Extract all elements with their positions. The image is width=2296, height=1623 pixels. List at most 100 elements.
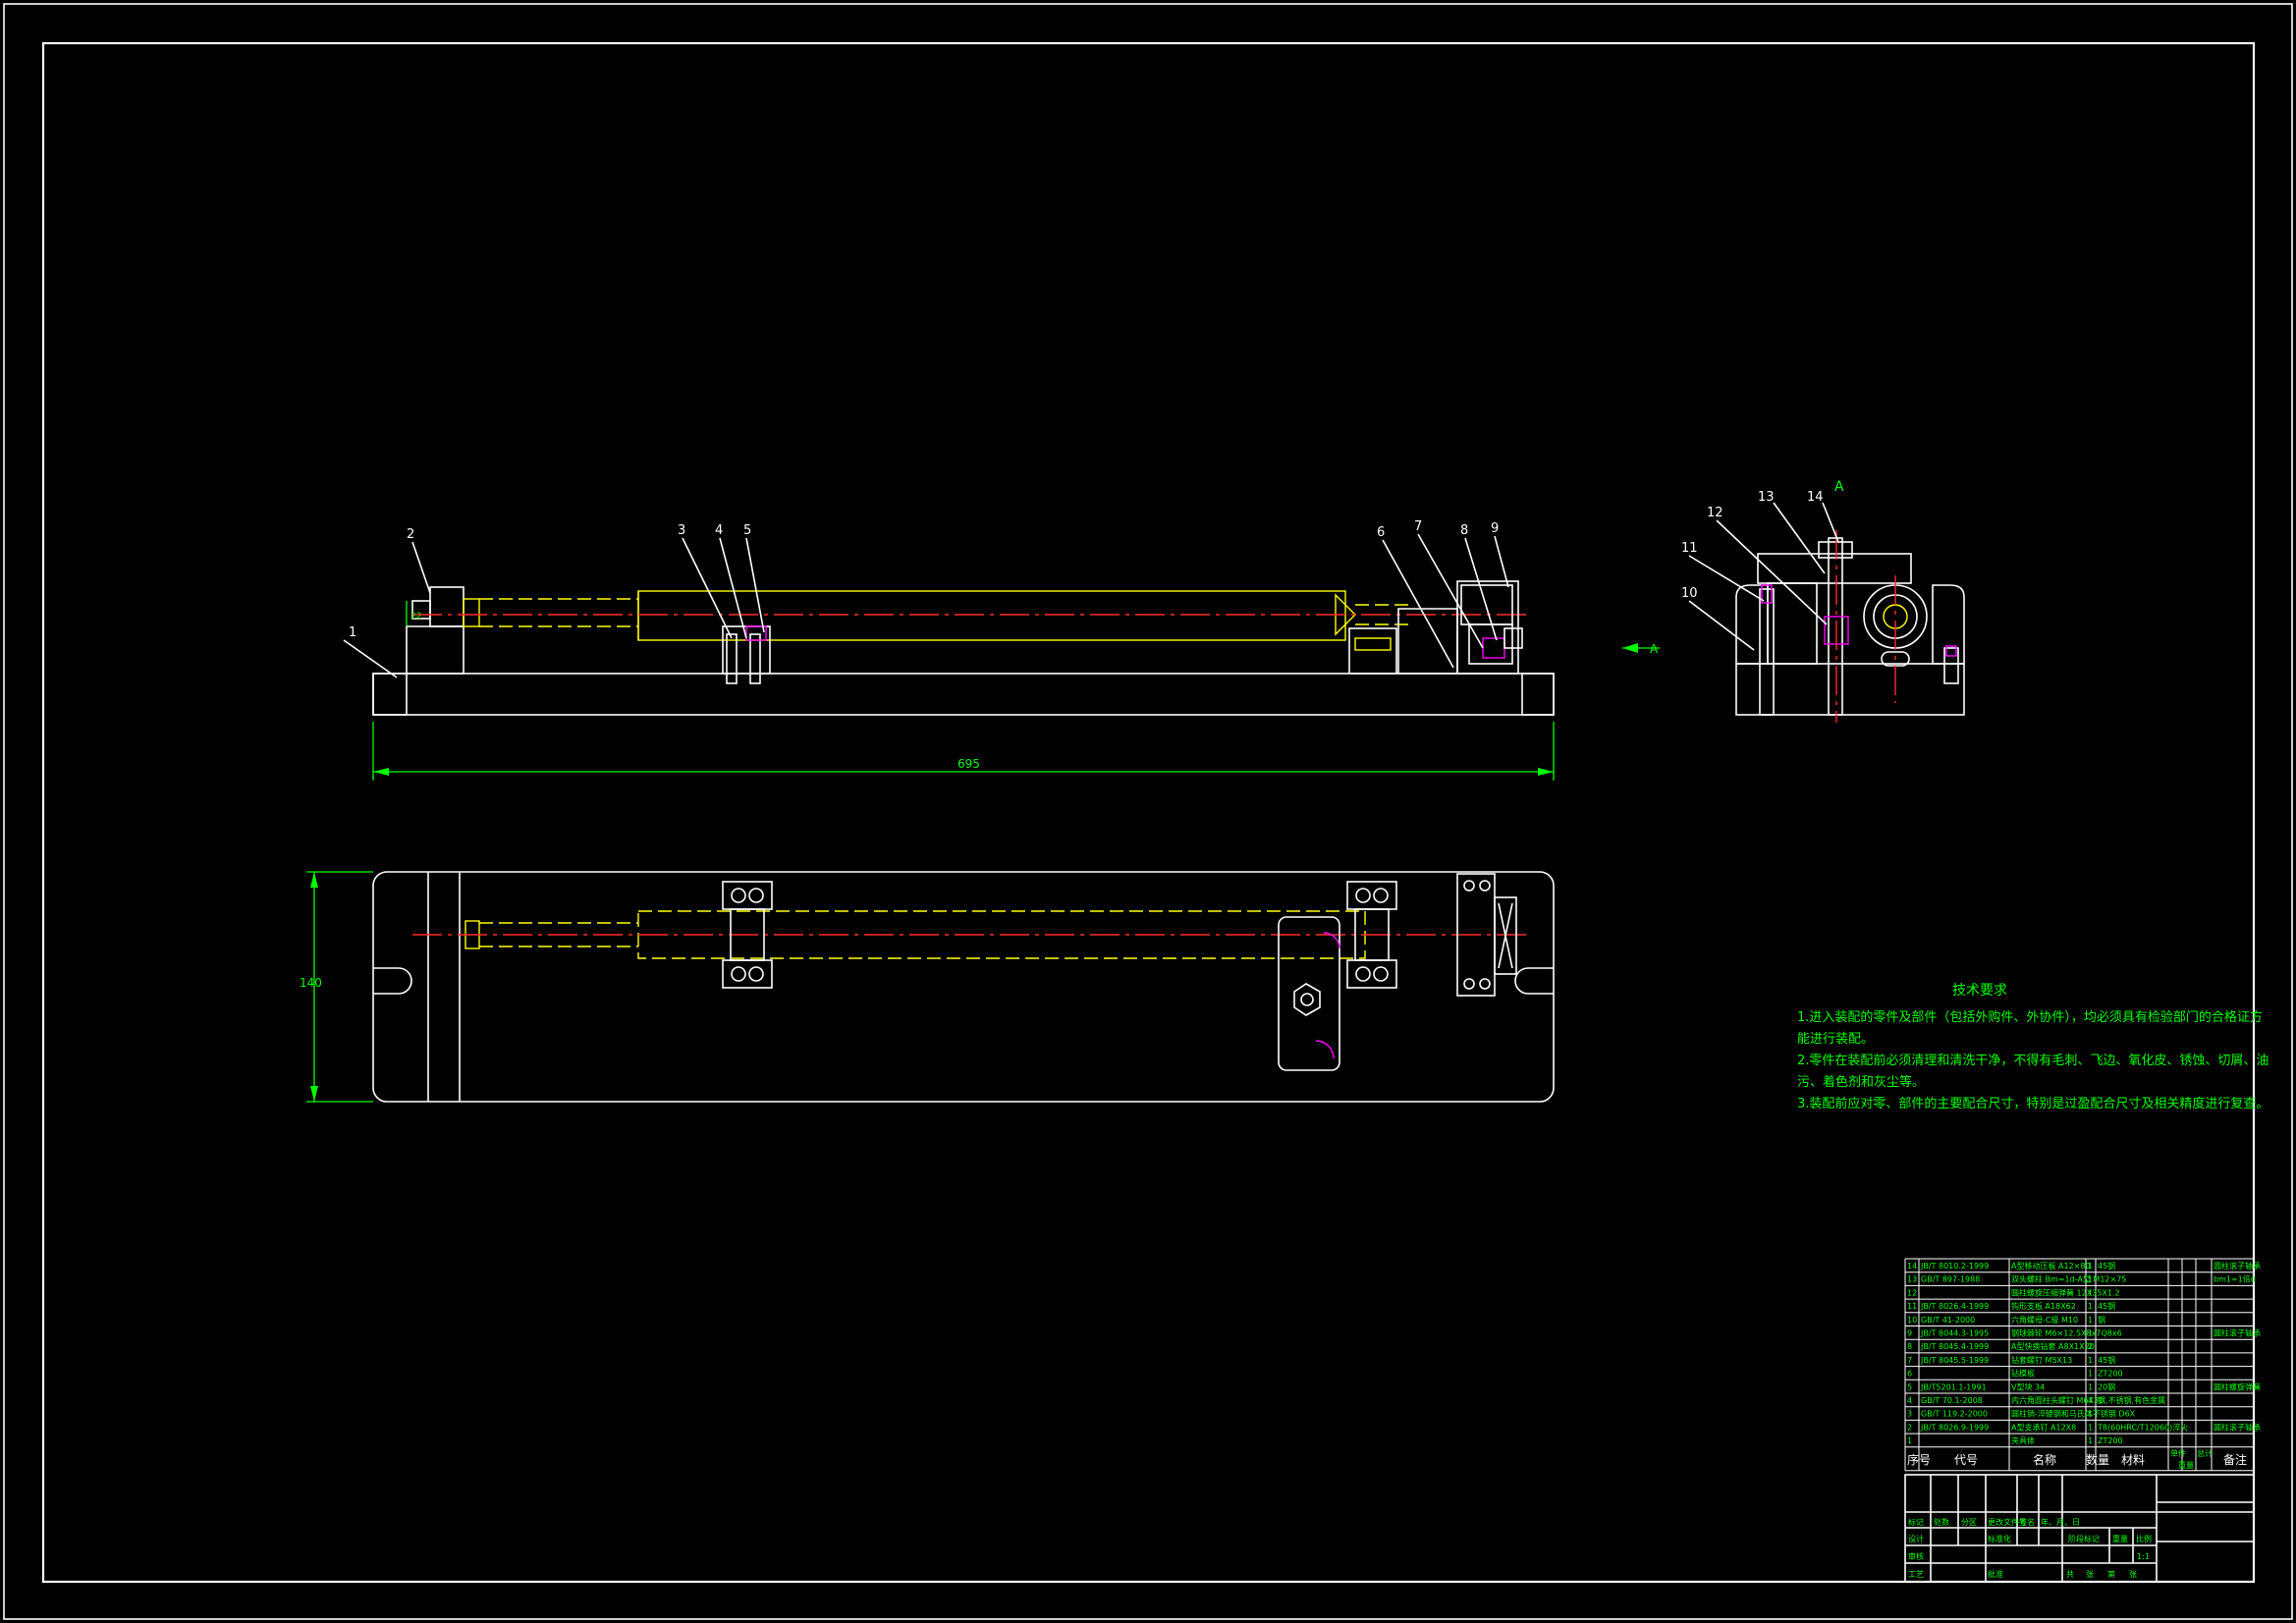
bom-no: 3 bbox=[1907, 1410, 1912, 1419]
svg-text:污、着色剂和灰尘等。: 污、着色剂和灰尘等。 bbox=[1797, 1074, 1925, 1090]
bom-name: A型快换钻套 A8X1X20 bbox=[2011, 1341, 2095, 1351]
bom-qty: 1 bbox=[2088, 1410, 2093, 1419]
svg-text:设计: 设计 bbox=[1908, 1534, 1924, 1543]
front-view: 1 2 3 4 5 6 7 8 9 695 22 bbox=[343, 519, 1660, 781]
tech-title: 技术要求 bbox=[1952, 983, 2007, 999]
bom-code: JB/T5201.1-1991 bbox=[1920, 1382, 1987, 1391]
bom-header-no: 序号 bbox=[1907, 1452, 1931, 1467]
balloon-3: 3 bbox=[678, 523, 685, 538]
bom-header-qty: 数量 bbox=[2086, 1452, 2109, 1467]
section-arrow-label: A bbox=[1650, 642, 1659, 656]
side-balloons: 10 11 12 13 14 bbox=[1681, 490, 1839, 651]
svg-text:1:1: 1:1 bbox=[2137, 1552, 2150, 1561]
bom-header-mat: 材料 bbox=[2121, 1453, 2145, 1467]
bom-code: GB/T 897-1988 bbox=[1921, 1275, 1980, 1284]
bom-name: 夹具体 bbox=[2011, 1435, 2035, 1445]
bom-name: 圆柱螺旋压缩弹簧 12X35X1.2 bbox=[2011, 1287, 2120, 1297]
bom-note: 圆柱滚子轴承 bbox=[2214, 1261, 2261, 1271]
bom-name: 内六角圆柱头螺钉 M6X30 bbox=[2011, 1395, 2104, 1405]
bom-mat: 钢 bbox=[2098, 1315, 2105, 1325]
section-label: A bbox=[1834, 479, 1844, 495]
bom-qty: 1 bbox=[2088, 1316, 2093, 1325]
bom-name: 钩形支板 A18X62 bbox=[2011, 1301, 2076, 1311]
bom-header-note: 备注 bbox=[2223, 1452, 2247, 1467]
bom-note: 圆柱滚子轴承 bbox=[2214, 1328, 2261, 1338]
bom-name: A型支承钉 A12X8 bbox=[2011, 1422, 2076, 1432]
bom-no: 9 bbox=[1907, 1329, 1912, 1338]
bom-name: 六角螺母-C级 M10 bbox=[2011, 1315, 2078, 1325]
balloon-8: 8 bbox=[1460, 523, 1468, 538]
balloon-1: 1 bbox=[349, 625, 356, 640]
bom-no: 1 bbox=[1907, 1436, 1912, 1445]
bom-mat: 45钢 bbox=[2098, 1301, 2115, 1311]
bom-mat: T8(60HRC/T12060)淬火 bbox=[2097, 1422, 2188, 1432]
bom-name: 圆柱销-淬硬钢和马氏体不锈钢 D6X bbox=[2011, 1409, 2136, 1419]
bom-mat: 45钢 bbox=[2098, 1261, 2115, 1271]
svg-text:3.装配前应对零、部件的主要配合尺寸，特别是过盈配合尺寸及相: 3.装配前应对零、部件的主要配合尺寸，特别是过盈配合尺寸及相关精度进行复查。 bbox=[1797, 1096, 2269, 1111]
svg-text:标记: 标记 bbox=[1908, 1517, 1924, 1527]
svg-text:能进行装配。: 能进行装配。 bbox=[1797, 1032, 1874, 1047]
svg-text:审核: 审核 bbox=[1908, 1551, 1924, 1561]
svg-text:更改文件号: 更改文件号 bbox=[1988, 1517, 2027, 1527]
dim-length: 695 22 bbox=[372, 601, 1555, 781]
svg-text:处数: 处数 bbox=[1934, 1517, 1949, 1527]
bom-qty: 1 bbox=[2088, 1382, 2093, 1391]
side-view: 10 11 12 13 14 A bbox=[1681, 479, 1965, 723]
balloon-6: 6 bbox=[1377, 525, 1385, 540]
svg-text:10: 10 bbox=[1681, 586, 1698, 601]
bom-qty: 1 bbox=[2088, 1288, 2093, 1297]
bom-code: JB/T 8026.4-1999 bbox=[1920, 1302, 1989, 1311]
svg-text:12: 12 bbox=[1707, 506, 1723, 520]
bom-no: 4 bbox=[1907, 1396, 1912, 1405]
bom-name: V型块 34 bbox=[2011, 1381, 2045, 1391]
bom-header-single: 单件 bbox=[2170, 1448, 2186, 1458]
bom-header-name: 名称 bbox=[2033, 1452, 2056, 1467]
bom-mat: ZT200 bbox=[2098, 1370, 2123, 1379]
bom-no: 5 bbox=[1907, 1382, 1912, 1391]
bom-header-total: 总计 bbox=[2197, 1448, 2213, 1458]
balloon-5: 5 bbox=[743, 523, 751, 538]
bom-qty: 2 bbox=[2088, 1342, 2093, 1351]
bom-no: 13 bbox=[1907, 1275, 1917, 1284]
bom-mat: 钢,不锈钢,有色金属 bbox=[2098, 1395, 2165, 1405]
svg-text:695: 695 bbox=[957, 757, 980, 771]
bom-name: 钻模板 bbox=[2011, 1369, 2035, 1379]
bom-note: 圆柱滚子轴承 bbox=[2214, 1422, 2261, 1432]
svg-text:11: 11 bbox=[1681, 541, 1698, 556]
bom-name: 双头螺柱 Bm=1d-A型 M12×75 bbox=[2011, 1274, 2126, 1284]
balloon-2: 2 bbox=[407, 527, 414, 542]
bom-code: JB/T 8045.4-1999 bbox=[1920, 1342, 1989, 1351]
bom-no: 10 bbox=[1907, 1316, 1917, 1325]
balloon-4: 4 bbox=[715, 523, 723, 538]
svg-text:批准: 批准 bbox=[1988, 1569, 2003, 1579]
svg-text:22: 22 bbox=[410, 612, 421, 622]
bom-code: JB/T 8026.9-1999 bbox=[1920, 1423, 1989, 1432]
svg-text:工艺: 工艺 bbox=[1908, 1570, 1924, 1579]
bom-qty: 1 bbox=[2088, 1423, 2093, 1432]
bom-note: 圆柱螺旋弹簧 bbox=[2214, 1381, 2261, 1391]
svg-text:14: 14 bbox=[1807, 490, 1824, 505]
outer-border bbox=[3, 3, 2293, 1620]
fixture-body bbox=[372, 673, 1555, 716]
svg-text:年、月、日: 年、月、日 bbox=[2041, 1517, 2080, 1527]
bom-qty: 1 bbox=[2088, 1436, 2093, 1445]
bom-no: 14 bbox=[1907, 1262, 1917, 1271]
bom-code: GB/T 119.2-2000 bbox=[1921, 1410, 1988, 1419]
bom-no: 11 bbox=[1907, 1302, 1917, 1311]
inner-border bbox=[41, 41, 2256, 1584]
bom-qty: 1 bbox=[2088, 1262, 2093, 1271]
tech-requirements: 技术要求 1.进入装配的零件及部件（包括外购件、外协件），均必须具有检验部门的合… bbox=[1797, 983, 2269, 1111]
svg-text:140: 140 bbox=[300, 976, 322, 990]
bom-code: JB/T 8044.3-1995 bbox=[1920, 1329, 1989, 1338]
bom-no: 12 bbox=[1907, 1288, 1917, 1297]
bom-code: JB/T 8010.2-1999 bbox=[1920, 1262, 1989, 1271]
svg-text:张: 张 bbox=[2129, 1570, 2137, 1579]
bom-mat: 20钢 bbox=[2098, 1381, 2115, 1391]
bom-header-weight: 重量 bbox=[2178, 1460, 2194, 1470]
svg-text:共: 共 bbox=[2066, 1570, 2074, 1579]
bom-qty: 1 bbox=[2088, 1370, 2093, 1379]
bom-mat: ZT200 bbox=[2098, 1436, 2123, 1445]
bom-name: 钻套螺钉 M5X13 bbox=[2011, 1355, 2072, 1365]
